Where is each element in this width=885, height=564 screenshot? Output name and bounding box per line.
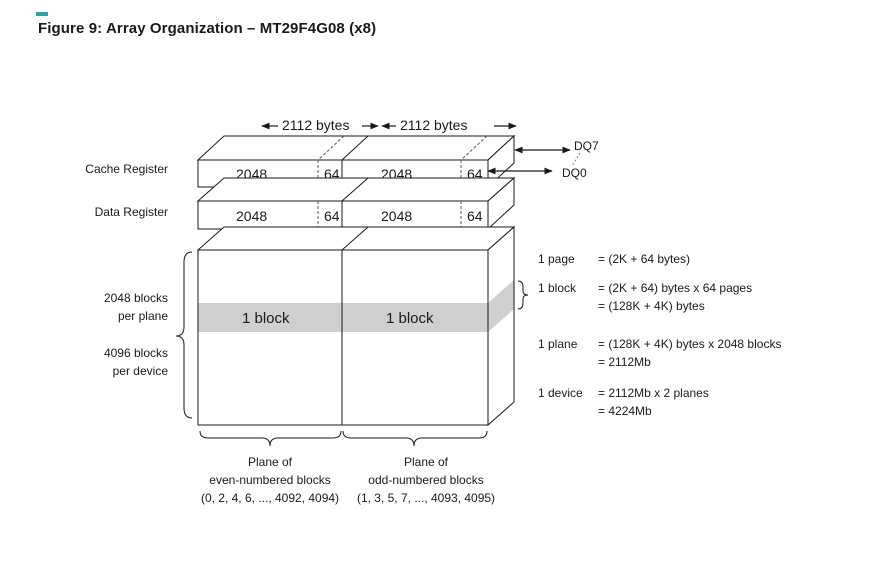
figure-title: Figure 9: Array Organization – MT29F4G08… [38,20,377,37]
plane-even-line-3: (0, 2, 4, 6, ..., 4092, 4094) [201,491,339,505]
top-dimension-left: 2112 bytes [261,117,379,133]
per-plane-line-2: per plane [118,309,168,323]
plane-even-line-2: even-numbered blocks [209,473,330,487]
def-device-term: 1 device [538,386,583,400]
bottom-brace-right [342,430,488,447]
data-register: 2048 64 2048 64 [196,176,516,231]
data-register-label: Data Register [95,205,168,219]
plane-caption-even: Plane of even-numbered blocks (0, 2, 4, … [201,455,339,505]
definition-page: 1 page = (2K + 64 bytes) [538,252,690,266]
dq-arrows: DQ7 DQ0 [487,139,599,180]
data-cell-64-left: 64 [324,208,340,224]
def-device-line-2: = 4224Mb [598,404,652,418]
accent-bar [36,12,48,16]
def-block-line-2: = (128K + 4K) bytes [598,299,705,313]
dq7-label: DQ7 [574,139,599,153]
def-block-line-1: = (2K + 64) bytes x 64 pages [598,281,752,295]
cache-register-label: Cache Register [85,162,168,176]
def-plane-line-2: = 2112Mb [598,355,651,369]
definitions: 1 page = (2K + 64 bytes) 1 block = (2K +… [538,252,781,418]
def-plane-term: 1 plane [538,337,578,351]
data-cell-64-right: 64 [467,208,483,224]
plane-odd-line-2: odd-numbered blocks [368,473,483,487]
left-brace [175,251,193,419]
dim-label-left: 2112 bytes [282,117,349,133]
array-block: 1 block 1 block [196,225,516,427]
left-labels: 2048 blocks per plane 4096 blocks per de… [104,291,168,378]
plane-odd-line-3: (1, 3, 5, 7, ..., 4093, 4095) [357,491,495,505]
top-dimension-right: 2112 bytes [381,117,517,133]
def-page-line-1: = (2K + 64 bytes) [598,252,690,266]
definition-block: 1 block = (2K + 64) bytes x 64 pages = (… [538,281,752,313]
dq0-label: DQ0 [562,166,587,180]
block-brace [517,280,529,310]
plane-odd-line-1: Plane of [404,455,449,469]
per-plane-line-1: 2048 blocks [104,291,168,305]
block-label-right: 1 block [386,310,434,327]
dim-label-right: 2112 bytes [400,117,467,133]
block-label-left: 1 block [242,310,290,327]
bottom-brace-left [199,430,342,447]
plane-caption-odd: Plane of odd-numbered blocks (1, 3, 5, 7… [357,455,495,505]
definition-plane: 1 plane = (128K + 4K) bytes x 2048 block… [538,337,781,369]
def-device-line-1: = 2112Mb x 2 planes [598,386,709,400]
def-plane-line-1: = (128K + 4K) bytes x 2048 blocks [598,337,781,351]
def-block-term: 1 block [538,281,577,295]
data-cell-2048-right: 2048 [381,208,412,224]
per-device-line-2: per device [113,364,169,378]
plane-even-line-1: Plane of [248,455,293,469]
def-page-term: 1 page [538,252,575,266]
per-device-line-1: 4096 blocks [104,346,168,360]
data-cell-2048-left: 2048 [236,208,267,224]
definition-device: 1 device = 2112Mb x 2 planes = 4224Mb [538,386,709,418]
